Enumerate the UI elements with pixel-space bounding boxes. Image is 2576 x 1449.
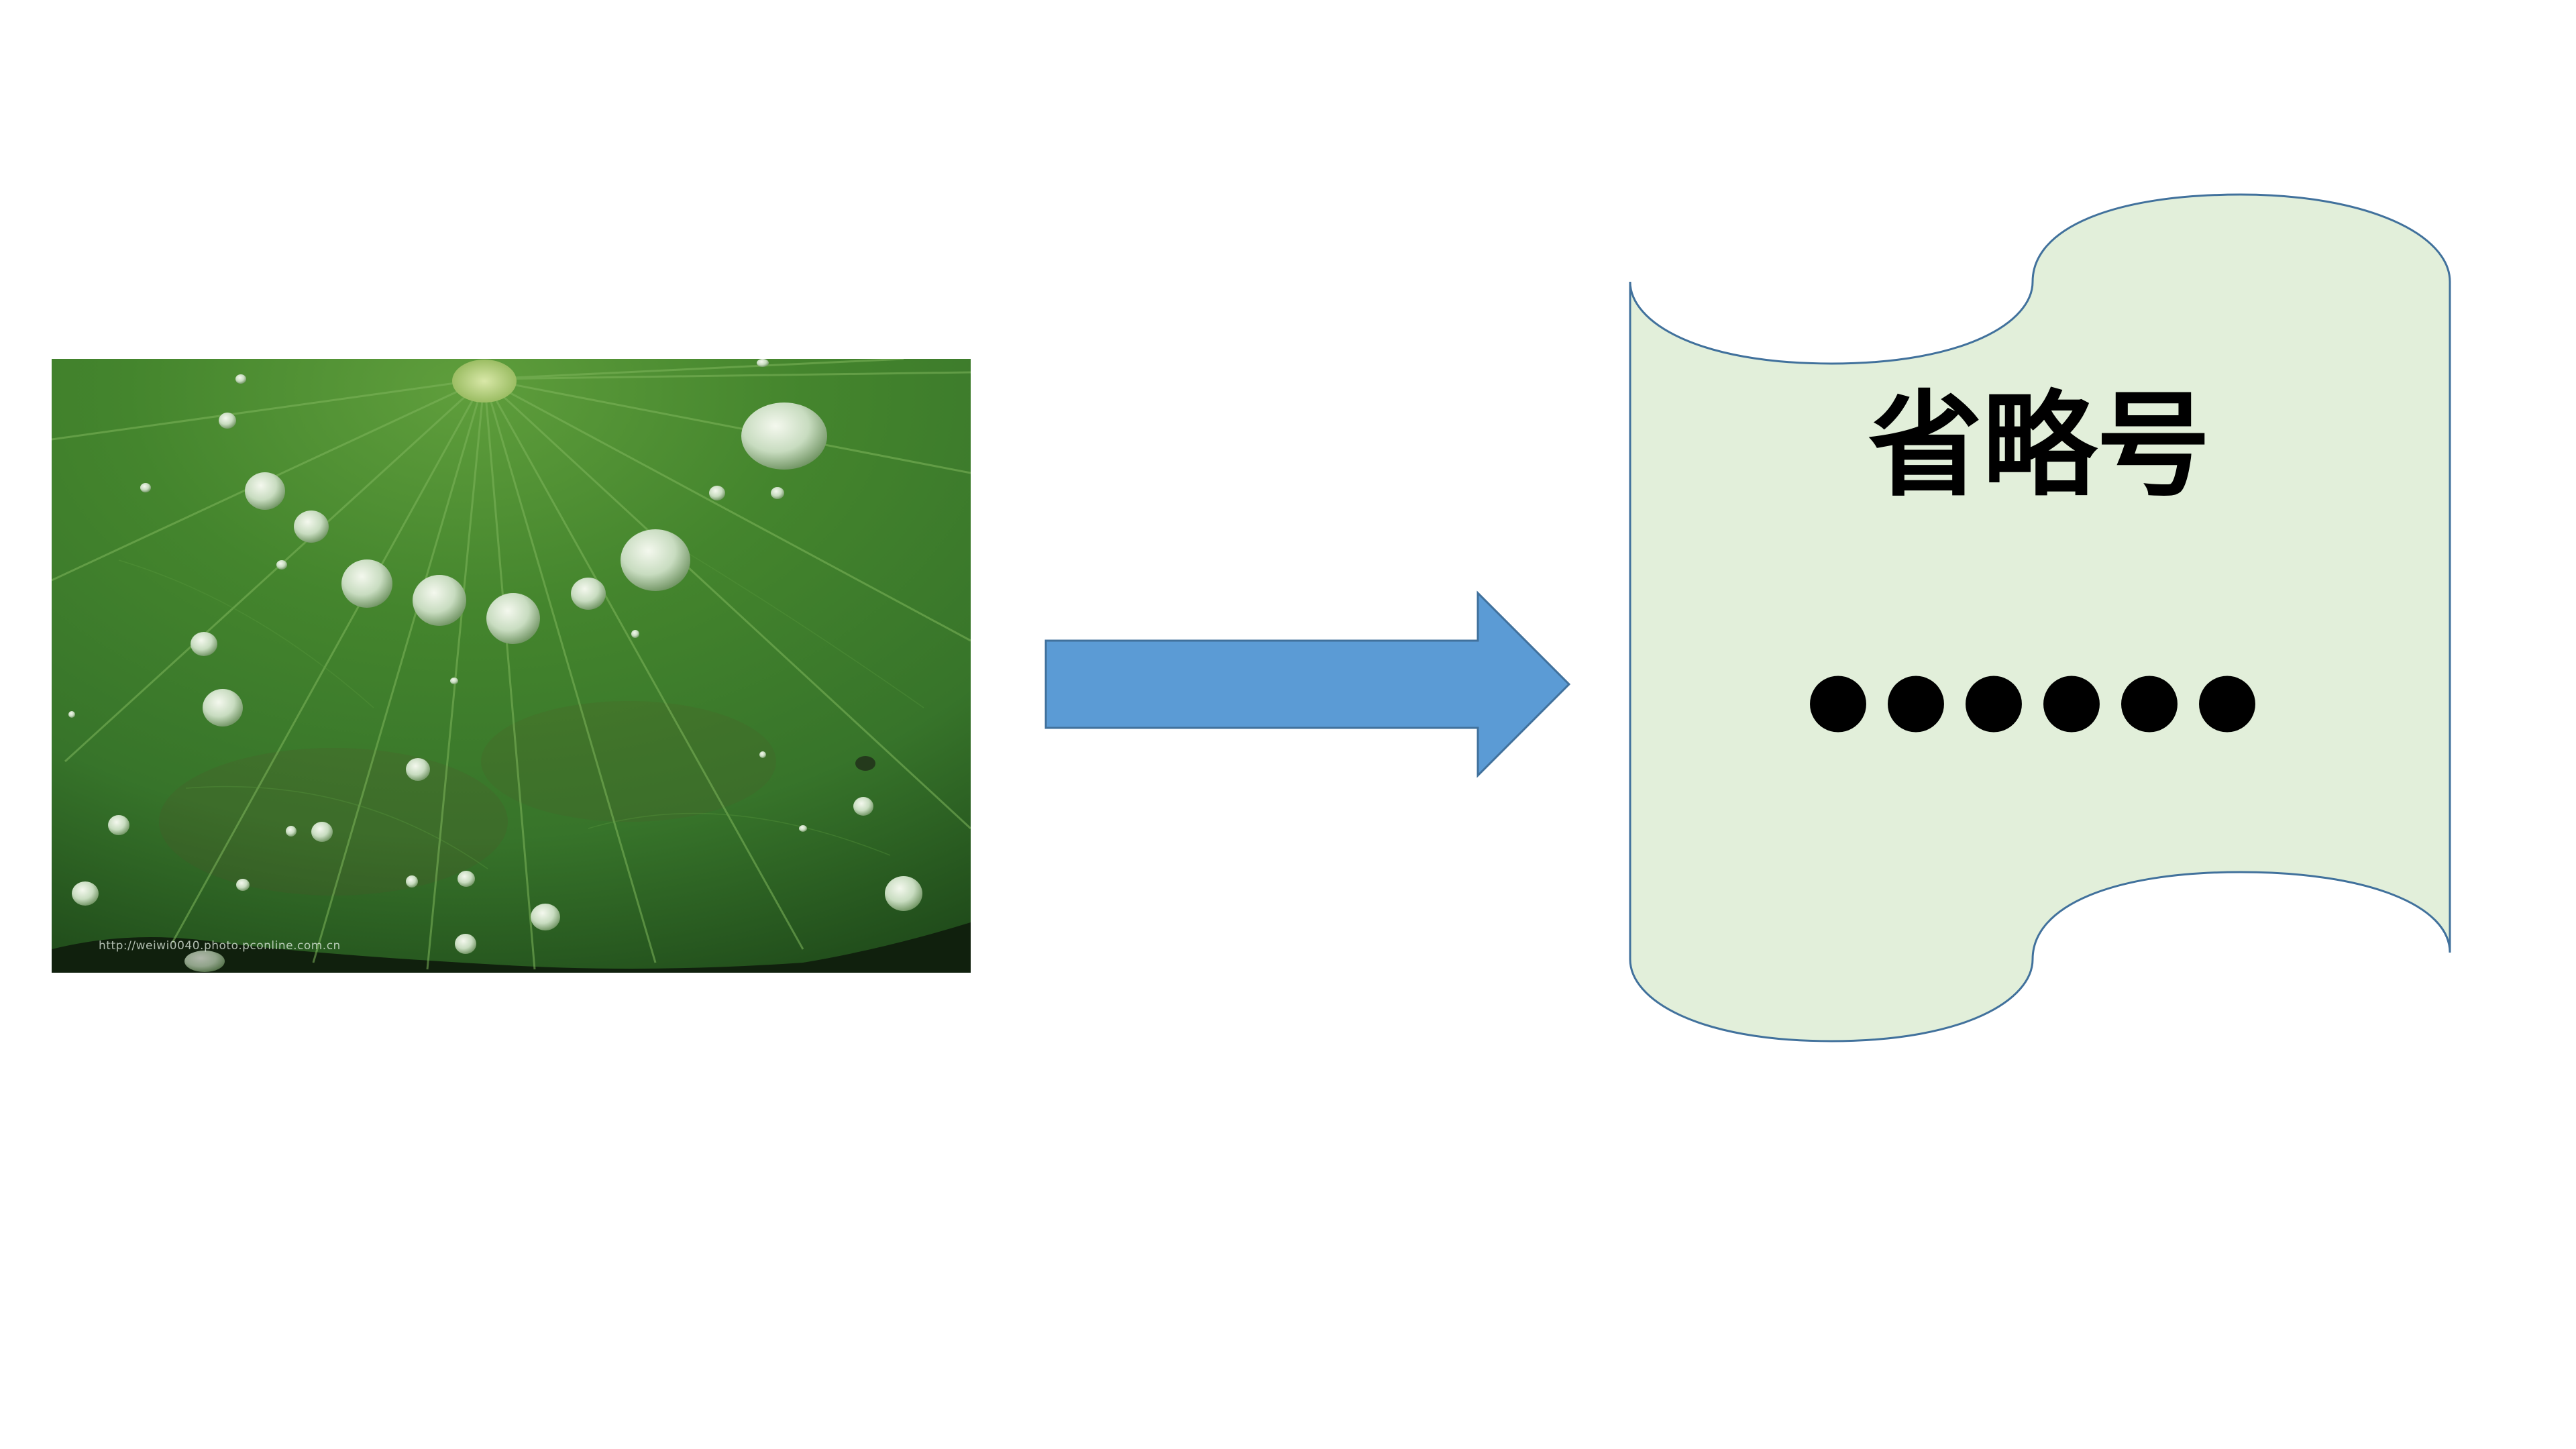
lotus-leaf-illustration — [52, 359, 971, 973]
right-arrow-icon — [1044, 590, 1571, 778]
scroll-title: 省略号 — [1868, 380, 2210, 513]
ellipsis-dots: ●●●●●● — [1806, 655, 2273, 741]
lotus-leaf-photo: http://weiwi0040.photo.pconline.com.cn — [52, 359, 971, 973]
photo-watermark-caption: http://weiwi0040.photo.pconline.com.cn — [99, 939, 341, 953]
scroll-shape — [1629, 193, 2451, 1042]
